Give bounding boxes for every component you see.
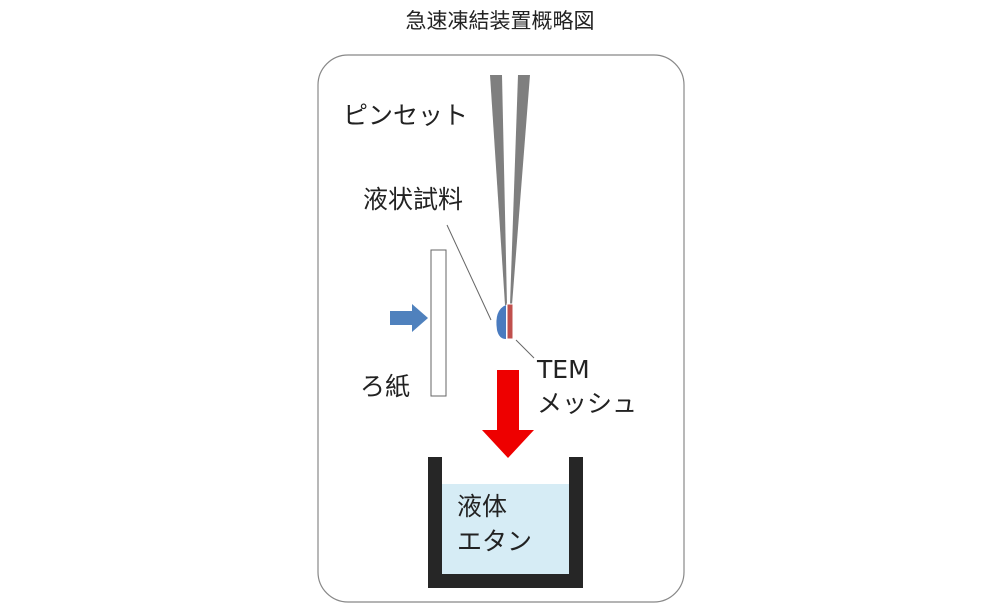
- tweezers-left-arm: [490, 75, 507, 305]
- liquid-sample-leader: [446, 224, 492, 321]
- apparatus-frame: [317, 54, 685, 603]
- liquid-sample-drop: [496, 305, 506, 339]
- liquid-ethane: [442, 484, 569, 574]
- blot-arrow: [390, 304, 428, 332]
- liquid-ethane-label-line1: 液体: [457, 492, 507, 521]
- filter-paper: [430, 249, 447, 397]
- tem-mesh-leader: [515, 339, 535, 359]
- liquid-sample-label: 液状試料: [363, 185, 463, 214]
- diagram-title: 急速凍結装置概略図: [406, 9, 595, 33]
- tweezers-label: ピンセット: [343, 101, 468, 130]
- drop-arrow: [482, 370, 534, 458]
- tweezers-right-arm: [510, 75, 530, 305]
- filter-paper-label: ろ紙: [360, 372, 410, 401]
- ethane-container: [428, 457, 583, 588]
- tem-mesh-label-line1: TEM: [536, 355, 590, 384]
- tem-mesh-label-line2: メッシュ: [537, 389, 637, 418]
- tem-mesh: [506, 303, 514, 340]
- liquid-ethane-label-line2: エタン: [457, 527, 532, 556]
